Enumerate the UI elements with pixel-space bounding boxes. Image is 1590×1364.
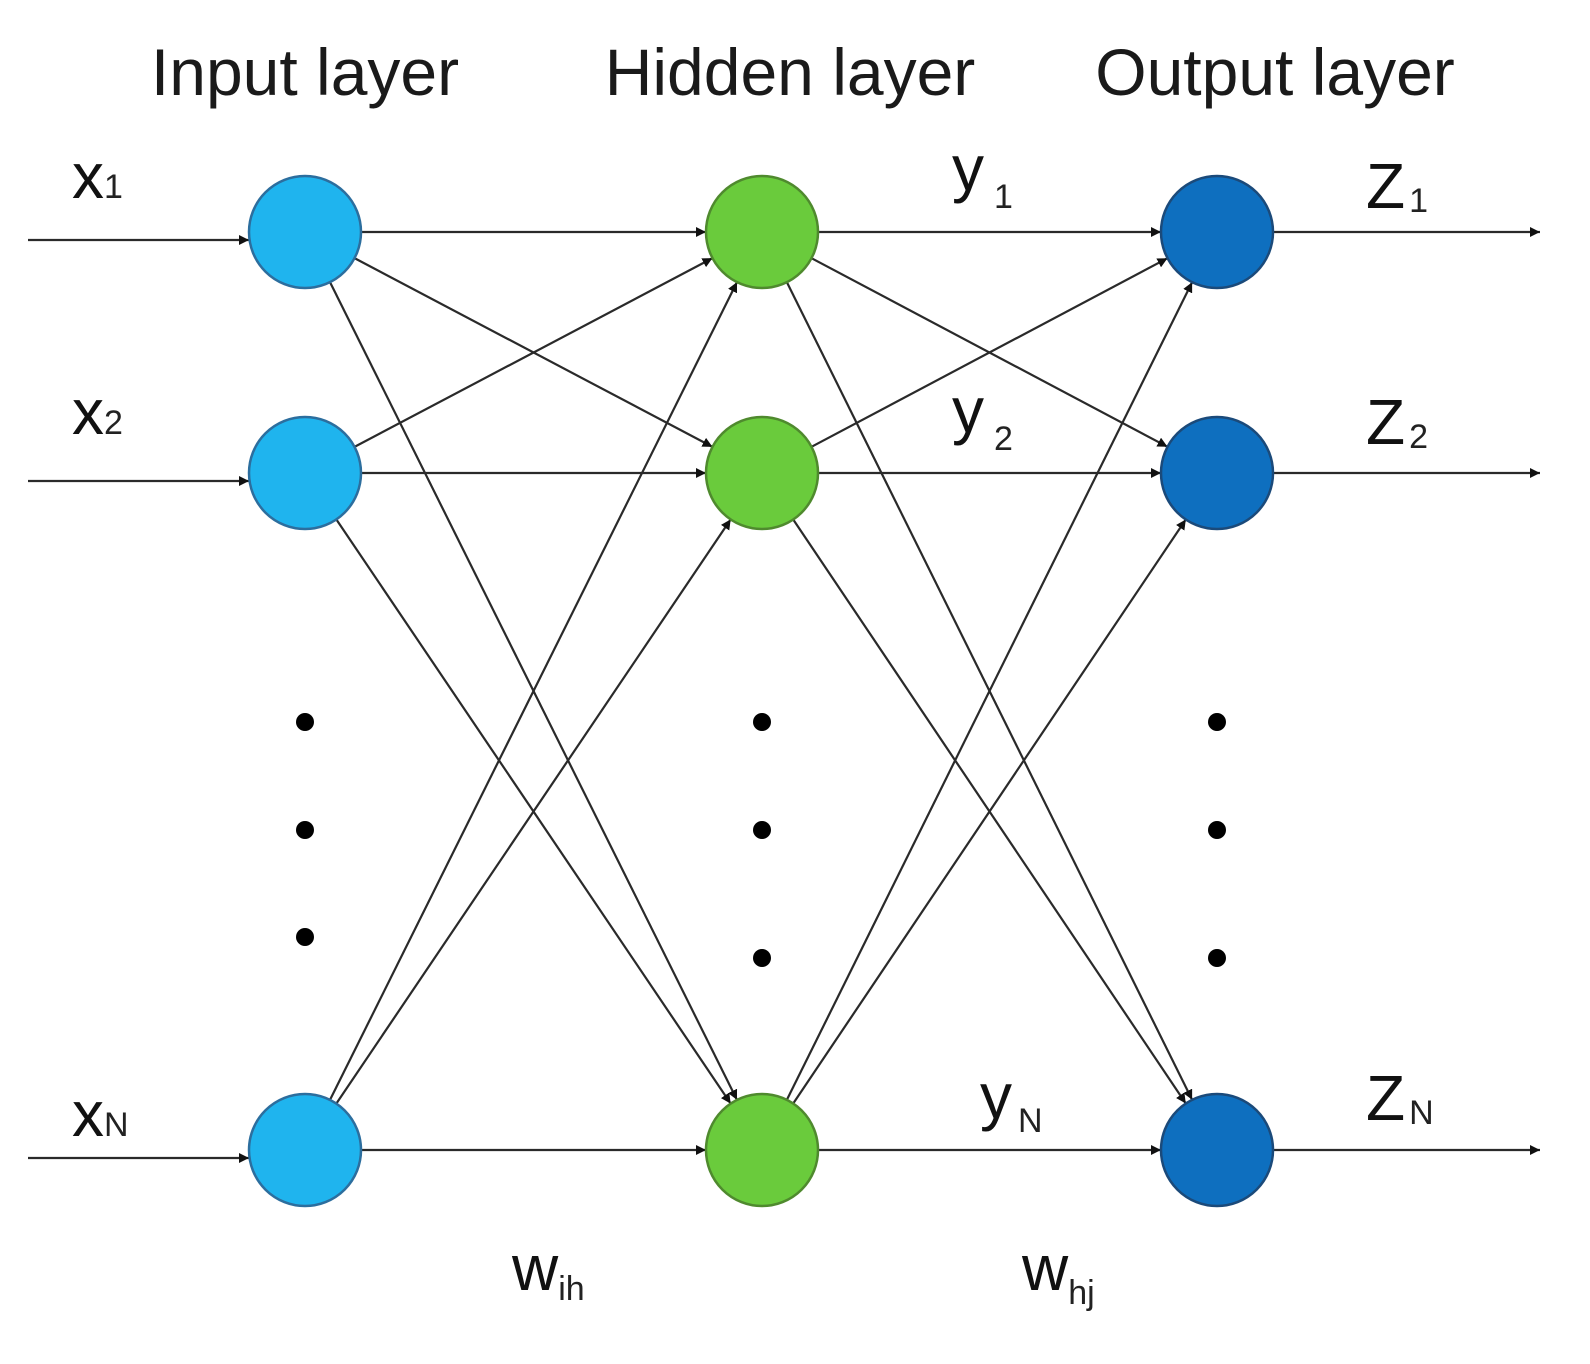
edge-input2-to-hidden1 [353, 257, 714, 448]
hidden-ellipsis-dot-3 [753, 949, 771, 967]
edge-input3-to-hidden2 [335, 518, 732, 1105]
input-label-xN: xN [72, 1078, 129, 1150]
hidden-neuron-3 [704, 1092, 820, 1208]
input-layer-title: Input layer [151, 35, 459, 109]
input-ellipsis-dot-1 [296, 713, 314, 731]
neurons [247, 174, 1275, 1208]
input-neuron-2 [247, 415, 363, 531]
output-neuron-3 [1159, 1092, 1275, 1208]
output-ellipsis-dot-2 [1208, 821, 1226, 839]
input-ellipsis-dot-2 [296, 821, 314, 839]
edge-hidden2-to-output1 [810, 257, 1169, 448]
edge-input3-to-hidden1 [329, 281, 738, 1101]
hidden-ellipsis-dot-1 [753, 713, 771, 731]
hidden-neuron-1 [704, 174, 820, 290]
hidden-layer-title: Hidden layer [605, 35, 976, 109]
connections [329, 227, 1194, 1155]
input-output-arrows [28, 227, 1540, 1163]
weight-label-wih: wih [511, 1232, 585, 1308]
ellipsis-dots [296, 713, 1226, 967]
output-neuron-2 [1159, 415, 1275, 531]
input-ellipsis-dot-3 [296, 928, 314, 946]
input-label-x2: x2 [72, 376, 123, 448]
input-neuron-3 [247, 1092, 363, 1208]
output-ellipsis-dot-3 [1208, 949, 1226, 967]
output-layer-title: Output layer [1095, 35, 1455, 109]
input-label-x1: x1 [72, 140, 123, 212]
edge-hidden3-to-output1 [785, 281, 1194, 1101]
hidden-ellipsis-dot-2 [753, 821, 771, 839]
output-neuron-1 [1159, 174, 1275, 290]
output-ellipsis-dot-1 [1208, 713, 1226, 731]
input-neuron-1 [247, 174, 363, 290]
hidden-neuron-2 [704, 415, 820, 531]
edge-hidden3-to-output2 [792, 518, 1187, 1105]
weight-label-whj: whj [1021, 1232, 1095, 1312]
